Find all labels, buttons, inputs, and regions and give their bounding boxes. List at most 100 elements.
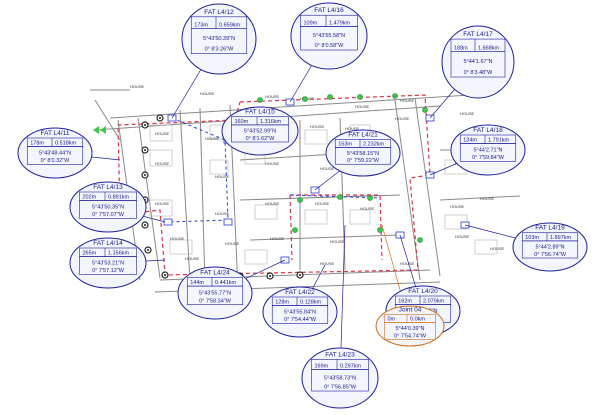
latitude: 5°43'55.77"N <box>199 291 231 297</box>
house-label: HOUSE <box>215 211 230 216</box>
callout-title: FAT L4/14 <box>93 240 123 247</box>
segment-distance: 144m <box>190 280 204 286</box>
splice-node <box>367 195 373 201</box>
longitude: 0° 7'54.74"W <box>394 333 427 339</box>
segment-distance: 103m <box>525 235 539 241</box>
splice-node <box>297 197 303 203</box>
house-label: HOUSE <box>170 236 185 241</box>
callout-title: FAT L4/19 <box>535 225 565 232</box>
latitude: 5°43'55.84"N <box>284 310 316 316</box>
segment-distance: 109m <box>304 20 318 26</box>
splice-node <box>337 194 343 200</box>
cumulative-distance: 1.791km <box>488 138 510 144</box>
longitude: 0° 8'3.26"W <box>205 47 235 53</box>
callout-title: FAT L4/11 <box>41 130 70 137</box>
house-label: HOUSE <box>205 136 220 141</box>
callout-title: FAT L4/16 <box>314 7 344 14</box>
callout-bubble <box>301 347 379 409</box>
house-label: HOUSE <box>215 174 230 179</box>
callout-title: FAT L4/12 <box>204 9 234 16</box>
splice-node <box>257 97 263 103</box>
latitude: 5°43'52.99"N <box>244 129 276 135</box>
callout-bubble <box>181 3 257 75</box>
callout-bubble <box>262 286 338 338</box>
splice-node <box>377 227 383 233</box>
cumulative-distance: 1.668km <box>478 45 500 51</box>
segment-distance: 265m <box>83 251 97 257</box>
segment-distance: 202m <box>83 195 97 201</box>
segment-distance: 188m <box>454 45 468 51</box>
cumulative-distance: 0.659km <box>219 23 241 29</box>
cumulative-distance: 1.316km <box>260 119 282 125</box>
house-label: HOUSE <box>345 126 360 131</box>
coord-cell-frame <box>450 51 506 78</box>
cumulative-distance: 0.0km <box>410 317 425 323</box>
coord-cell-frame <box>190 28 248 54</box>
house-label: HOUSE <box>330 239 345 244</box>
latitude: 5°43'55.58"N <box>313 33 345 39</box>
cumulative-distance: 0.297km <box>340 364 362 370</box>
coord-cell-frame <box>231 124 289 143</box>
house-label: HOUSE <box>265 94 280 99</box>
segment-distance: 162m <box>398 299 412 305</box>
segment-distance: 178m <box>30 141 44 147</box>
house-label: HOUSE <box>265 161 280 166</box>
longitude: 0° 7'54.44"W <box>284 317 317 323</box>
house-label: HOUSE <box>450 204 465 209</box>
longitude: 0° 7'57.12"W <box>92 268 125 274</box>
splice-node <box>422 107 428 113</box>
cumulative-distance: 1.156km <box>108 251 130 257</box>
house-label: HOUSE <box>480 196 495 201</box>
splice-node <box>392 93 398 99</box>
splice-node <box>292 227 298 233</box>
coord-cell-frame <box>300 26 358 51</box>
house-label: HOUSE <box>270 236 285 241</box>
callout-bubble <box>221 106 299 156</box>
cumulative-distance: 0.891km <box>108 195 130 201</box>
house-labels: HOUSE HOUSE HOUSE HOUSE HOUSE HOUSE HOUSE HOUSE… <box>130 84 510 266</box>
house-label: HOUSE <box>265 201 280 206</box>
house-label: HOUSE <box>225 241 240 246</box>
coord-cell-frame <box>271 305 329 324</box>
house-label: HOUSE <box>200 91 215 96</box>
callout-title: Joint 04 <box>399 307 422 314</box>
house-label: HOUSE <box>400 98 415 103</box>
entry-arrow-icon <box>93 126 106 134</box>
coord-cell-frame <box>79 200 137 219</box>
house-label: HOUSE <box>320 166 335 171</box>
splice-node <box>327 94 333 100</box>
latitude: 5°43'58.73"N <box>324 375 356 381</box>
house-label: HOUSE <box>155 201 170 206</box>
callout-bubble <box>69 237 147 289</box>
callout-title: FAT L4/20 <box>408 288 438 295</box>
callout-title: FAT L4/22 <box>285 289 315 296</box>
callout-title: FAT L4/17 <box>463 31 493 38</box>
cumulative-distance: 2.232km <box>363 141 385 147</box>
longitude: 0° 8'1.62"W <box>246 136 276 142</box>
latitude: 5°43'50.39"N <box>203 36 235 42</box>
cumulative-distance: 1.897km <box>550 235 572 241</box>
latitude: 5°44'2.71"N <box>473 148 502 154</box>
segment-distance: 169m <box>315 364 329 370</box>
splice-node <box>417 237 423 243</box>
longitude: 0° 8'0.32"W <box>41 158 71 164</box>
callout-title: FAT L4/23 <box>325 351 355 358</box>
splice-node <box>302 96 308 102</box>
fiber-route <box>167 117 381 223</box>
house-label: HOUSE <box>400 261 415 266</box>
cumulative-distance: 0.128km <box>300 300 322 306</box>
longitude: 0° 7'57.07"W <box>92 212 125 218</box>
house-label: HOUSE <box>455 234 470 239</box>
longitude: 0° 7'59.22"W <box>347 158 380 164</box>
callout-title: FAT L4/18 <box>473 127 503 134</box>
